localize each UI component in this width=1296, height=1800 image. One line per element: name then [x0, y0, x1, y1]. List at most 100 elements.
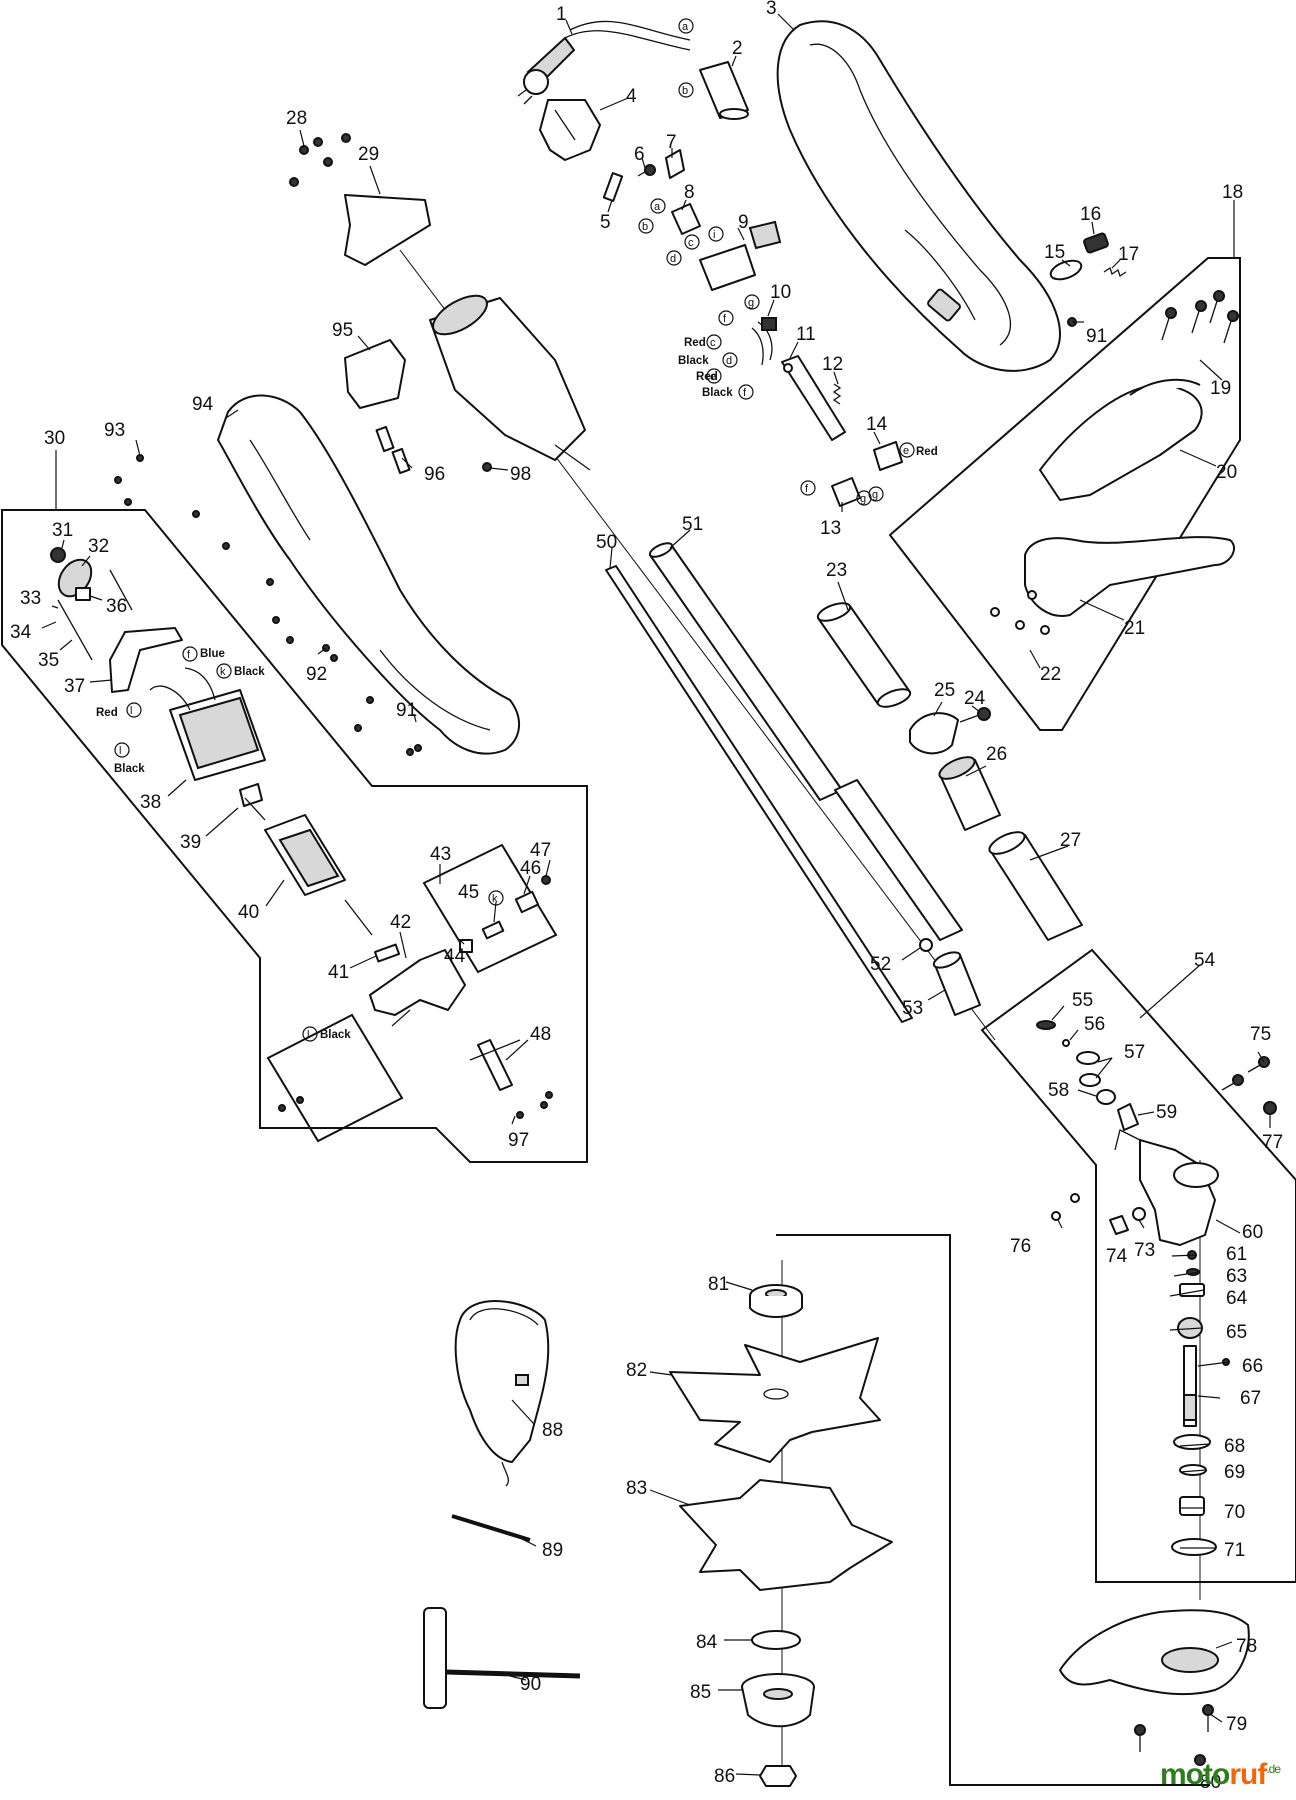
part-label: 33 [20, 588, 41, 609]
part-label: 15 [1044, 242, 1065, 263]
power-cord-part [517, 20, 691, 105]
part-label: 16 [1080, 204, 1101, 225]
svg-text:g: g [748, 297, 754, 309]
long-screw-part-2 [109, 569, 133, 611]
svg-text:g: g [872, 489, 878, 501]
svg-text:Black: Black [234, 666, 265, 678]
long-screw-part [57, 599, 93, 661]
svg-text:Black: Black [320, 1029, 351, 1041]
part-label: 67 [1240, 1388, 1261, 1409]
part-label: 29 [358, 144, 379, 165]
part-label: 21 [1124, 618, 1145, 639]
bearing-part-57b [1079, 1073, 1101, 1087]
switch-block-part [831, 477, 861, 507]
part-label: 12 [822, 354, 843, 375]
motor-bracket-part [369, 949, 466, 1016]
part-label: 65 [1226, 1322, 1247, 1343]
shoulder-strap-part [454, 1300, 550, 1487]
brush-bracket-part [109, 627, 183, 693]
pin-part-96b [391, 447, 411, 475]
svg-text:Red: Red [916, 446, 938, 458]
screw-part-6 [637, 164, 656, 177]
loop-handle-lower-part [1024, 536, 1235, 617]
part-label: 8 [684, 182, 695, 203]
svg-text:Red: Red [696, 371, 718, 383]
part-label: 47 [530, 840, 551, 861]
spacer-part-70 [1179, 1496, 1205, 1516]
bolt-part-74 [1109, 1215, 1129, 1235]
part-label: 81 [708, 1274, 729, 1295]
part-label: 45 [458, 882, 479, 903]
svg-text:Red: Red [684, 337, 706, 349]
part-label: 10 [770, 282, 791, 303]
part-label: 52 [870, 954, 891, 975]
part-label: 7 [666, 132, 677, 153]
part-label: 76 [1010, 1236, 1031, 1257]
part-label: 34 [10, 622, 32, 643]
part-label: 17 [1118, 244, 1139, 265]
svg-text:d: d [670, 253, 676, 265]
svg-text:f: f [805, 483, 809, 495]
part-label: 28 [286, 108, 307, 129]
svg-text:f: f [723, 313, 727, 325]
part-label: 51 [682, 514, 703, 535]
socket-wrench-part [423, 1607, 581, 1709]
part-label: 96 [424, 464, 445, 485]
spring-part-12 [832, 383, 842, 405]
nut-part-31 [50, 547, 66, 563]
part-label: 90 [520, 1674, 541, 1695]
part-label: 44 [444, 946, 466, 967]
pin-part-41 [373, 943, 401, 963]
part-label: 20 [1216, 462, 1237, 483]
rod-part [451, 1514, 531, 1542]
bumper-part [938, 756, 1001, 831]
part-label: 83 [626, 1478, 647, 1499]
part-label: 68 [1224, 1436, 1245, 1457]
part-label: 31 [52, 520, 73, 541]
part-label: 75 [1250, 1024, 1271, 1045]
svg-text:c: c [710, 337, 716, 349]
svg-text:a: a [654, 201, 661, 213]
part-label: 2 [732, 38, 743, 59]
wire-labels: Red Black Red Black Red Blue Black Red B… [96, 337, 938, 1041]
part-label: 56 [1084, 1014, 1105, 1035]
svg-text:f: f [743, 387, 747, 399]
part-label: 92 [306, 664, 327, 685]
part-label: 66 [1242, 1356, 1263, 1377]
svg-text:Blue: Blue [200, 648, 225, 660]
svg-text:g: g [860, 493, 866, 505]
parts-drawings [50, 20, 1277, 1787]
part-label: 73 [1134, 1240, 1155, 1261]
gear-part-59 [1117, 1103, 1139, 1131]
part-label: 50 [596, 532, 617, 553]
shaft-sleeve-part [988, 831, 1083, 941]
svg-text:Black: Black [678, 355, 709, 367]
part-label: 5 [600, 212, 611, 233]
main-tube-part [648, 542, 963, 941]
blade-nut-part [759, 1765, 797, 1787]
part-label: 61 [1226, 1244, 1247, 1265]
bolt-part-77 [1263, 1101, 1277, 1115]
part-label: 60 [1242, 1222, 1263, 1243]
bolts-part-79 [1134, 1704, 1214, 1752]
spindle-part [1183, 1345, 1197, 1427]
svg-text:i: i [713, 229, 715, 241]
capacitor-part [873, 441, 903, 471]
washer-part-56 [1062, 1039, 1070, 1047]
cord-sleeve-part [699, 61, 749, 120]
part-label: 22 [1040, 664, 1061, 685]
nuts-part-22 [990, 590, 1050, 635]
part-label: 48 [530, 1024, 551, 1045]
leader-lines [41, 13, 1271, 1776]
screw-part-98 [482, 462, 492, 472]
part-label: 1 [556, 4, 567, 25]
svg-text:Red: Red [96, 707, 118, 719]
svg-text:l: l [130, 705, 132, 717]
part-label: 27 [1060, 830, 1081, 851]
subassembly-frames [1, 257, 1296, 1786]
bushing-part [919, 938, 933, 952]
part-label: 40 [238, 902, 259, 923]
part-label: 77 [1262, 1132, 1283, 1153]
brush-holder-part-45 [481, 920, 505, 940]
